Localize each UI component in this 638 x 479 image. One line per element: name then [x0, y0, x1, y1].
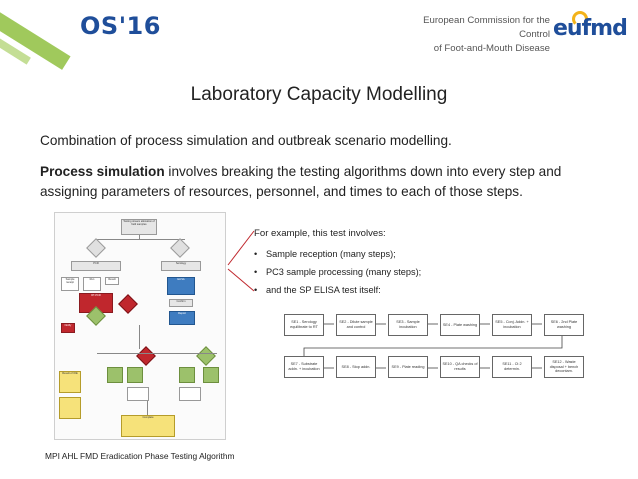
flow-decision: [86, 238, 106, 258]
example-bullet-list: Sample reception (many steps); PC3 sampl…: [254, 249, 514, 304]
slide-header: OS'16 European Commission for the Contro…: [0, 0, 638, 62]
flow-decision: [170, 238, 190, 258]
step-connectors: [284, 310, 584, 400]
flow-box-elisa-confirm: Report: [169, 311, 195, 325]
flow-box: Sample receipt: [61, 277, 79, 291]
flow-box: Run: [83, 277, 101, 291]
step-box: SE8 - Stop addn.: [336, 356, 376, 378]
example-bullet: PC3 sample processing (many steps);: [254, 267, 514, 278]
step-arrow: [304, 336, 562, 356]
callout-arrow: [228, 269, 254, 291]
flow-connector: [147, 401, 148, 415]
conference-logo: OS'16: [80, 12, 161, 40]
flow-decision-positive: [118, 294, 138, 314]
flow-box-serology: Serology: [161, 261, 201, 271]
organisation-name-line1: European Commission for the Control: [400, 14, 550, 42]
step-box: SE12 - Waste disposal + bench decontam.: [544, 356, 584, 378]
flow-box: Result: [105, 277, 119, 285]
flow-box: Confirm: [169, 299, 193, 307]
flow-box-complete: Complete: [121, 415, 175, 437]
flow-box-pcr: PCR: [71, 261, 121, 271]
step-box: SE11 - Ct 2 determin.: [492, 356, 532, 378]
flow-box: [179, 387, 201, 401]
flow-box-oie: Result of OIE: [59, 371, 81, 393]
slide-title: Laboratory Capacity Modelling: [0, 84, 638, 106]
step-box: SE6 - 2nd Plate washing: [544, 314, 584, 336]
callout-arrow: [228, 231, 254, 265]
flowchart-caption: MPI AHL FMD Eradication Phase Testing Al…: [45, 451, 234, 461]
flow-decision-positive: [136, 346, 156, 366]
step-box: SE7 - Substrate addn. + incubation: [284, 356, 324, 378]
organisation-name-line2: of Foot-and-Mouth Disease: [400, 42, 550, 56]
organisation-name: European Commission for the Control of F…: [400, 14, 550, 56]
flowchart-figure: Testing stream allocation of field sampl…: [54, 212, 226, 440]
process-term: Process simulation: [40, 164, 165, 179]
example-bullet: Sample reception (many steps);: [254, 249, 514, 260]
flow-connector: [97, 353, 217, 354]
flow-decision-negative: [196, 346, 216, 366]
flow-box-green: [107, 367, 123, 383]
eufmd-logo: eufmd: [553, 16, 627, 41]
step-box: SE4 - Plate washing: [440, 314, 480, 336]
process-text-line1: involves breaking the testing algorithms…: [165, 164, 562, 179]
intro-paragraph: Combination of process simulation and ou…: [40, 131, 610, 151]
example-bullet: and the SP ELISA test itself:: [254, 285, 514, 296]
step-box: SE3 - Sample incubation: [388, 314, 428, 336]
process-text-line2: assigning parameters of resources, perso…: [40, 184, 523, 199]
flow-box-green: [203, 367, 219, 383]
step-box: SE2 - Dilute sample and control: [336, 314, 376, 336]
flow-box-allocation: Testing stream allocation of field sampl…: [121, 219, 157, 235]
flow-box-yellow: [59, 397, 81, 419]
example-intro: For example, this test involves:: [254, 228, 386, 239]
step-box: SE5 - Conj. Addn. + incubation: [492, 314, 532, 336]
step-box: SE1 - Serology equilibrate to RT: [284, 314, 324, 336]
step-box: SE10 - QA checks of results: [440, 356, 480, 378]
flow-box: [127, 387, 149, 401]
process-paragraph: Process simulation involves breaking the…: [40, 162, 610, 202]
step-box: SE9 - Plate reading: [388, 356, 428, 378]
flow-box-green: [127, 367, 143, 383]
flow-connector: [95, 239, 185, 240]
flow-box-red: Notify: [61, 323, 75, 333]
flow-box-elisa: ELISA: [167, 277, 195, 295]
flow-box-green: [179, 367, 195, 383]
flow-connector: [139, 325, 140, 349]
decorative-strip: [0, 6, 71, 70]
